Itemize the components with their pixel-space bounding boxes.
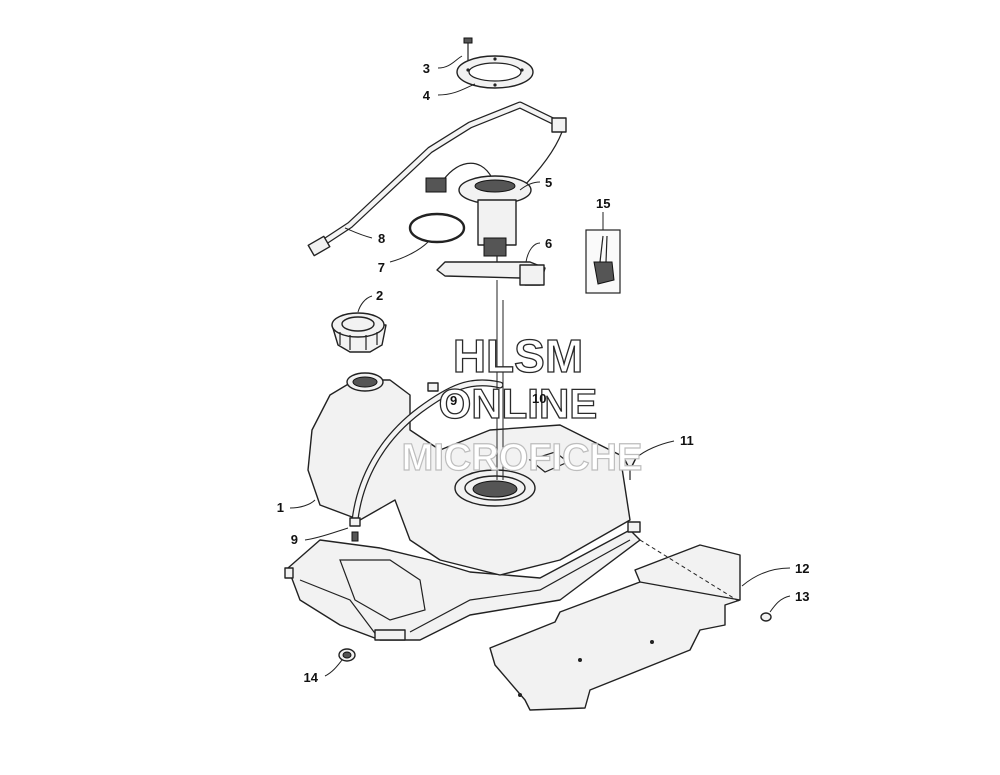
watermark-line3: MICROFICHE [402, 437, 643, 479]
grommet-part-14[interactable] [338, 648, 356, 662]
assembly-reference-lines [496, 280, 741, 603]
o-ring-part-7[interactable] [408, 212, 466, 244]
callout-14[interactable]: 14 [304, 670, 319, 685]
callout-labels: 3 4 5 6 7 8 2 15 9 10 11 1 9 12 13 14 [277, 61, 810, 685]
callout-5[interactable]: 5 [545, 175, 552, 190]
callout-12[interactable]: 12 [795, 561, 809, 576]
fastener-part-13[interactable] [760, 612, 772, 622]
screw-part-11[interactable] [623, 457, 637, 480]
fuel-level-sensor-part-15[interactable] [585, 229, 621, 294]
fuel-line-part-8[interactable] [307, 101, 567, 257]
fuel-pump-part-5[interactable] [425, 131, 563, 270]
vent-hose-part-10[interactable] [351, 379, 504, 524]
callout-3[interactable]: 3 [423, 61, 430, 76]
callout-leaders [289, 55, 791, 677]
callout-4[interactable]: 4 [423, 88, 431, 103]
callout-10[interactable]: 10 [532, 391, 546, 406]
callout-13[interactable]: 13 [795, 589, 809, 604]
callout-9-lower[interactable]: 9 [291, 532, 298, 547]
callout-1[interactable]: 1 [277, 500, 284, 515]
callout-7[interactable]: 7 [378, 260, 385, 275]
watermark-line1: HLSM [453, 330, 583, 382]
fuel-tank-part-1[interactable] [284, 372, 641, 641]
callout-8[interactable]: 8 [378, 231, 385, 246]
callout-2[interactable]: 2 [376, 288, 383, 303]
callout-9-upper[interactable]: 9 [450, 393, 457, 408]
fuel-cap-part-2[interactable] [331, 312, 387, 353]
screw-part-3[interactable] [463, 37, 473, 62]
hose-clamp-part-9-upper[interactable] [427, 382, 439, 392]
fuel-sender-part-6[interactable] [436, 261, 546, 286]
callout-6[interactable]: 6 [545, 236, 552, 251]
callout-11[interactable]: 11 [680, 433, 694, 448]
watermark: HLSM ONLINE MICROFICHE [401, 329, 643, 479]
skid-plate-part-12[interactable] [489, 544, 741, 711]
callout-15[interactable]: 15 [596, 196, 610, 211]
gasket-part-4[interactable] [456, 55, 534, 89]
watermark-line2: ONLINE [439, 380, 598, 427]
hose-clamp-part-9-lower[interactable] [349, 517, 361, 542]
